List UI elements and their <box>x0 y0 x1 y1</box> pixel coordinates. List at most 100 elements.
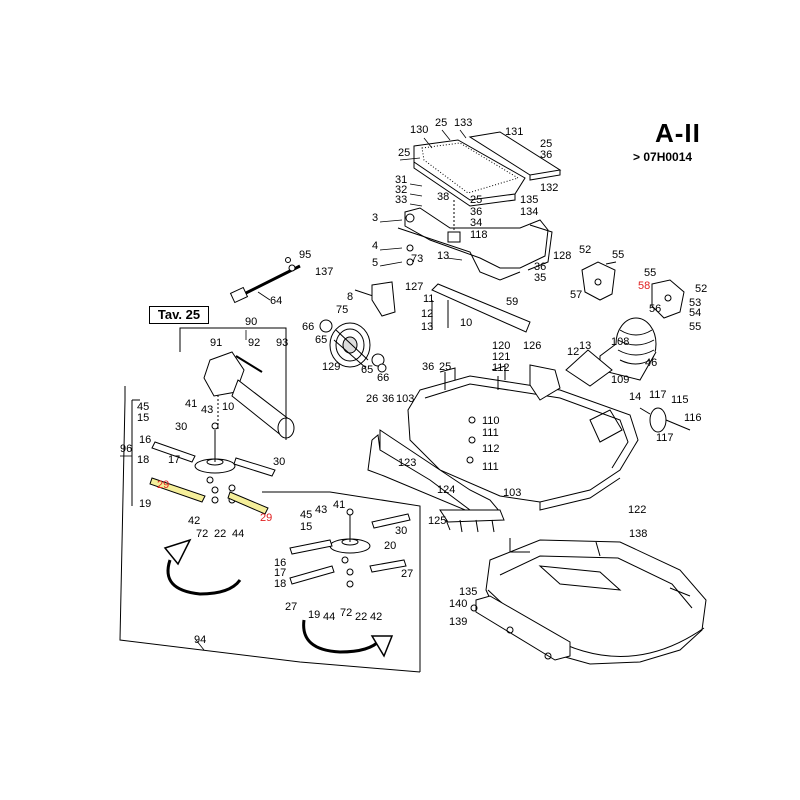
part-label-42: 42 <box>188 515 200 527</box>
part-label-25: 25 <box>398 147 410 159</box>
part-label-52: 52 <box>695 283 707 295</box>
part-label-137: 137 <box>315 266 333 278</box>
part-label-25: 25 <box>540 138 552 150</box>
part-label-18: 18 <box>137 454 149 466</box>
part-label-117: 117 <box>656 432 674 444</box>
part-label-32: 32 <box>395 184 407 196</box>
part-label-44: 44 <box>232 528 244 540</box>
part-label-22: 22 <box>355 611 367 623</box>
side-plate <box>470 595 571 661</box>
part-label-112: 112 <box>482 443 500 455</box>
rotation-arrow-right <box>302 619 394 658</box>
part-label-17: 17 <box>168 454 180 466</box>
part-label-110: 110 <box>482 415 500 427</box>
part-label-43: 43 <box>201 404 213 416</box>
part-label-41: 41 <box>333 499 345 511</box>
part-label-36: 36 <box>470 206 482 218</box>
part-label-13: 13 <box>437 250 449 262</box>
part-label-94: 94 <box>194 634 206 646</box>
part-label-25: 25 <box>439 361 451 373</box>
pulley <box>319 281 396 373</box>
mower-deck-lower <box>485 538 707 665</box>
part-label-4: 4 <box>372 240 378 252</box>
front-rail <box>367 429 505 533</box>
part-label-12: 12 <box>567 346 579 358</box>
part-label-130: 130 <box>410 124 428 136</box>
part-label-116: 116 <box>684 412 702 424</box>
part-label-17: 17 <box>274 567 286 579</box>
part-label-111: 111 <box>482 427 499 439</box>
part-label-25: 25 <box>435 117 447 129</box>
footboard-plate <box>413 139 526 207</box>
part-label-36: 36 <box>534 261 546 273</box>
part-label-140: 140 <box>449 598 467 610</box>
rotation-arrow-left <box>163 538 242 596</box>
part-label-111: 111 <box>482 461 499 473</box>
part-label-134: 134 <box>520 206 538 218</box>
part-label-11: 11 <box>423 293 434 305</box>
part-label-12: 12 <box>421 308 433 320</box>
part-label-8: 8 <box>347 291 353 303</box>
part-label-13: 13 <box>421 321 433 333</box>
blade-set-right <box>289 508 411 588</box>
part-label-52: 52 <box>579 244 591 256</box>
idler-wheel <box>639 407 691 433</box>
part-label-10: 10 <box>222 401 234 413</box>
part-label-16: 16 <box>274 557 286 569</box>
part-label-103: 103 <box>503 487 521 499</box>
part-label-128: 128 <box>553 250 571 262</box>
part-label-15: 15 <box>300 521 312 533</box>
part-label-44: 44 <box>323 611 335 623</box>
part-label-55: 55 <box>689 321 701 333</box>
part-label-122: 122 <box>628 504 646 516</box>
part-label-135: 135 <box>520 194 538 206</box>
part-label-65: 65 <box>315 334 327 346</box>
part-label-35: 35 <box>534 272 546 284</box>
part-label-115: 115 <box>671 394 689 406</box>
part-label-36: 36 <box>382 393 394 405</box>
part-label-121: 121 <box>492 351 510 363</box>
part-label-57: 57 <box>570 289 582 301</box>
part-label-95: 95 <box>299 249 311 261</box>
part-label-55: 55 <box>612 249 624 261</box>
part-label-112: 112 <box>492 362 510 374</box>
part-label-45: 45 <box>137 401 149 413</box>
part-label-29: 29 <box>260 512 272 524</box>
part-label-46: 46 <box>645 357 657 369</box>
part-label-93: 93 <box>276 337 288 349</box>
part-label-138: 138 <box>629 528 647 540</box>
part-label-92: 92 <box>248 337 260 349</box>
part-label-59: 59 <box>506 296 518 308</box>
discharge-chute <box>599 317 657 381</box>
part-label-54: 54 <box>689 307 701 319</box>
part-label-34: 34 <box>470 217 482 229</box>
part-label-73: 73 <box>411 253 423 265</box>
part-label-45: 45 <box>300 509 312 521</box>
chute-guard <box>565 349 613 387</box>
part-label-31: 31 <box>395 174 407 186</box>
frame-bracket <box>397 200 553 281</box>
part-label-3: 3 <box>372 212 378 224</box>
part-label-30: 30 <box>395 525 407 537</box>
part-label-56: 56 <box>649 303 661 315</box>
blade-set-left <box>149 422 276 515</box>
part-label-20: 20 <box>384 540 396 552</box>
part-label-64: 64 <box>270 295 282 307</box>
part-label-124: 124 <box>437 484 455 496</box>
part-label-13: 13 <box>579 340 591 352</box>
part-label-90: 90 <box>245 316 257 328</box>
part-label-5: 5 <box>372 257 378 269</box>
side-bracket-left <box>581 261 617 301</box>
part-label-66: 66 <box>377 372 389 384</box>
part-label-126: 126 <box>523 340 541 352</box>
support-bar <box>431 283 531 333</box>
part-label-36: 36 <box>540 149 552 161</box>
side-bracket-right <box>651 279 685 319</box>
seat-plate <box>468 131 562 181</box>
part-label-38: 38 <box>437 191 449 203</box>
leader-lines <box>120 129 467 651</box>
part-label-127: 127 <box>405 281 423 293</box>
part-label-103: 103 <box>396 393 414 405</box>
part-label-30: 30 <box>273 456 285 468</box>
